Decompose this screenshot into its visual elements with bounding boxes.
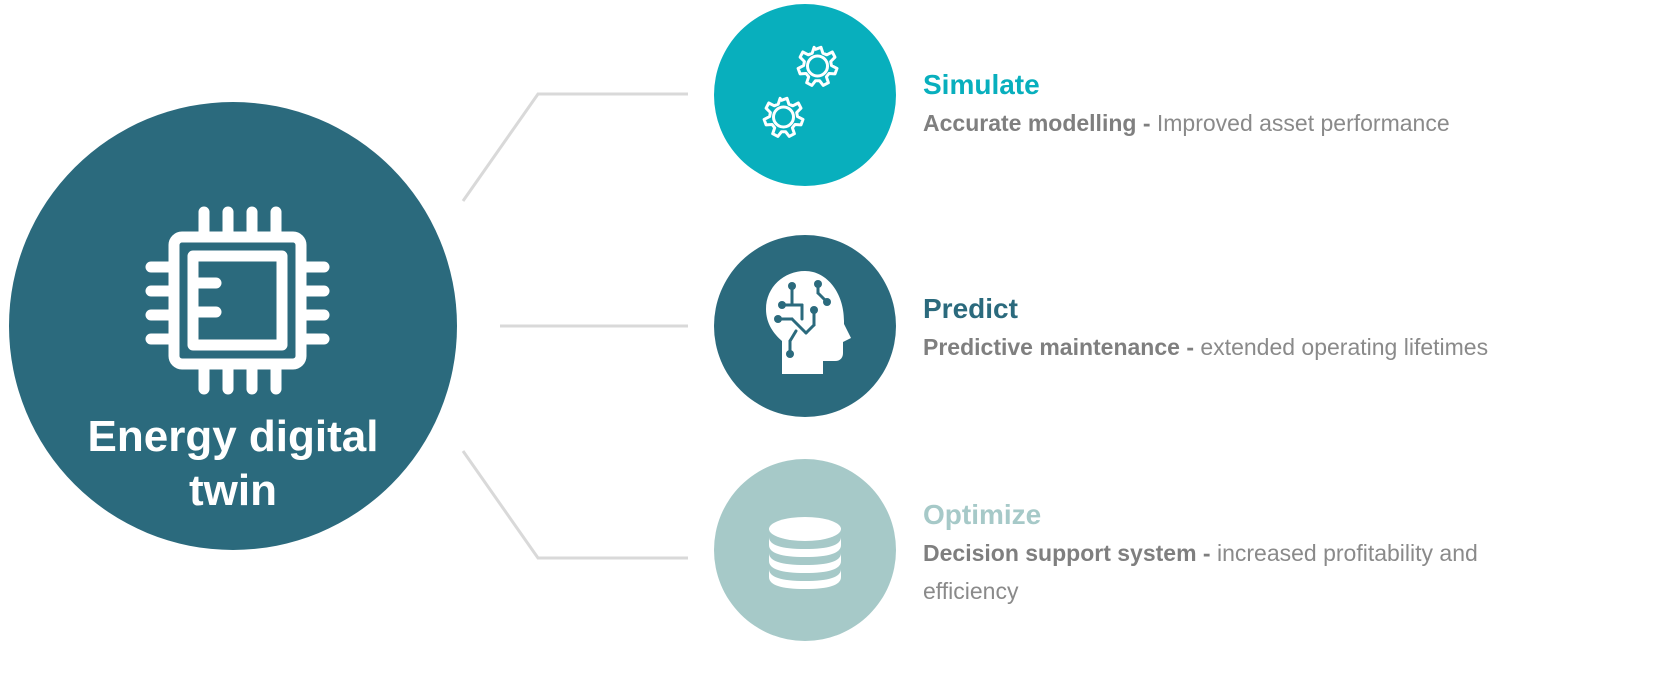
energy-digital-twin-title: Energy digital twin: [9, 410, 457, 518]
gears-icon: [762, 45, 839, 138]
simulate-title: Simulate: [923, 69, 1040, 100]
optimize-desc-text: increased profitability and efficiency: [923, 540, 1478, 604]
cpu-chip-icon: [145, 206, 330, 395]
predict-desc-text: extended operating lifetimes: [1194, 334, 1489, 360]
predict-text: Predict Predictive maintenance - extende…: [923, 292, 1603, 366]
simulate-desc-text: Improved asset performance: [1150, 110, 1450, 136]
predict-desc-bold: Predictive maintenance -: [923, 334, 1194, 360]
simulate-text: Simulate Accurate modelling - Improved a…: [923, 68, 1603, 142]
simulate-description: Accurate modelling - Improved asset perf…: [923, 104, 1603, 142]
ai-head-icon: [766, 271, 851, 374]
simulate-desc-bold: Accurate modelling -: [923, 110, 1151, 136]
database-icon: [769, 517, 841, 589]
main-title-line1: Energy digital: [87, 412, 379, 461]
optimize-desc-bold: Decision support system -: [923, 540, 1211, 566]
connector-simulate: [461, 92, 688, 202]
predict-title: Predict: [923, 293, 1018, 324]
energy-digital-twin-circle: Energy digital twin: [9, 102, 457, 550]
optimize-title: Optimize: [923, 499, 1042, 530]
predict-circle: [714, 235, 896, 417]
optimize-description: Decision support system - increased prof…: [923, 534, 1563, 610]
main-title-line2: twin: [189, 466, 277, 515]
optimize-text: Optimize Decision support system - incre…: [923, 498, 1603, 610]
optimize-circle: [714, 459, 896, 641]
connector-optimize: [461, 450, 688, 560]
simulate-circle: [714, 4, 896, 186]
predict-description: Predictive maintenance - extended operat…: [923, 328, 1603, 366]
